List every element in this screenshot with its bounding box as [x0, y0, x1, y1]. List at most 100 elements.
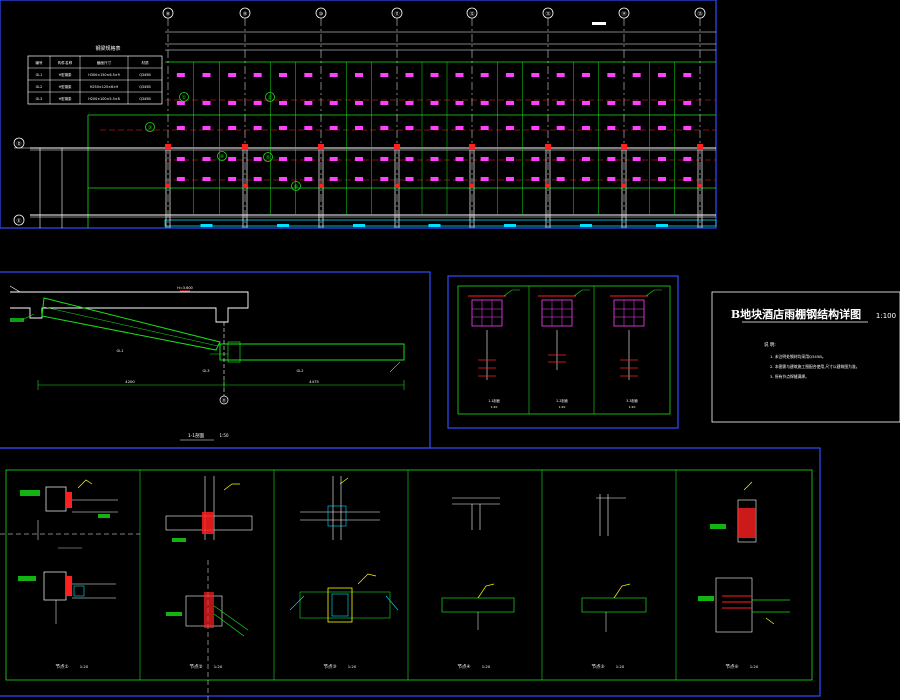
connection-plate: [607, 157, 616, 161]
axis-label: ⑮: [697, 11, 702, 18]
node-2-scale: 1:20: [214, 664, 223, 669]
connection-plate: [253, 126, 262, 130]
table-cell: H型钢梁: [59, 72, 72, 77]
connection-plate: [506, 177, 514, 181]
connection-plate: [380, 101, 389, 105]
base-plate: [580, 224, 592, 227]
connection-plate: [329, 177, 338, 181]
plan-members: [165, 62, 703, 228]
section-elev-label: H=3.600: [177, 286, 193, 290]
notes-heading: 说 明:: [764, 341, 776, 348]
note-2: 2. 本图需与建筑施工图配合使用,尺寸以建筑图为准。: [770, 364, 860, 369]
row-label-d: Ⓓ: [16, 141, 21, 148]
connection-plate: [556, 126, 565, 130]
connection-plate: [582, 73, 590, 77]
connection-plate: [480, 101, 489, 105]
section-view: Ⓓ H=3.600 4200 4475 GL1 GL2 GL3 1-1剖面 1:…: [0, 271, 431, 449]
details-outer-frame: [447, 275, 679, 429]
connection-plate: [531, 73, 540, 77]
callout-5: ⑤: [266, 155, 270, 161]
nodes-outer-frame: [0, 447, 821, 697]
member-table-title: 钢梁规格表: [95, 45, 120, 52]
connection-plate: [556, 73, 565, 77]
table-cell: H型钢梁: [59, 96, 72, 101]
detail-1: 1-1剖面 1:20: [468, 289, 520, 409]
member-table: 钢梁规格表 编号 构件名称 截面尺寸 材质 GL1 H型钢梁 H300×150×…: [27, 45, 163, 105]
section-label-gl1: GL1: [117, 349, 124, 353]
connection-plate: [202, 177, 211, 181]
axis-label: ⑨: [243, 12, 247, 18]
table-cell: Q345B: [139, 73, 151, 77]
drawing-scale: 1:100: [876, 312, 896, 320]
connection-plate: [506, 157, 514, 161]
connection-plate: [582, 177, 590, 181]
table-cell: Q345B: [139, 97, 151, 101]
connection-plate: [253, 73, 262, 77]
connection-plate: [380, 177, 389, 181]
table-cell: H300×150×6.5×9: [88, 73, 120, 77]
connection-plate: [279, 157, 287, 161]
connection-plate: [380, 157, 389, 161]
detail-1-label: 1-1剖面: [488, 398, 500, 403]
dim-right: 4475: [309, 379, 319, 384]
connection-plate: [279, 177, 287, 181]
connection-plate: [683, 177, 692, 181]
title-block-frame: [711, 291, 900, 423]
column-node: [622, 184, 626, 188]
drawing-title: B地块酒店雨棚钢结构详图: [731, 307, 861, 321]
node-4-scale: 1:20: [482, 664, 491, 669]
callout-1: ①: [182, 95, 187, 101]
connection-plate: [658, 126, 666, 130]
table-header-2: 构件名称: [58, 60, 73, 65]
section-scale: 1:50: [220, 433, 229, 438]
table-cell: GL2: [36, 85, 43, 89]
connection-plate: [683, 101, 692, 105]
detail-3: 3-3剖面 1:20: [610, 289, 662, 409]
connection-plate: [556, 177, 565, 181]
connection-plate: [455, 126, 464, 130]
connection-plate: [531, 157, 540, 161]
axis-label: ⑭: [621, 11, 626, 18]
connection-plate: [632, 126, 641, 130]
column-node: [165, 144, 171, 150]
connection-plate: [582, 126, 590, 130]
connection-plate: [355, 126, 363, 130]
connection-plate: [228, 126, 237, 130]
column-node: [395, 184, 399, 188]
column-node: [469, 144, 475, 150]
connection-plate: [304, 157, 313, 161]
column-node: [318, 144, 324, 150]
connection-plate: [430, 126, 439, 130]
connection-plate: [253, 177, 262, 181]
connection-plate: [607, 73, 616, 77]
detail-1-scale: 1:20: [491, 405, 498, 409]
title-block: B地块酒店雨棚钢结构详图 1:100 说 明: 1. 未注明处钢材均采用Q345…: [711, 291, 900, 423]
connection-plate: [176, 177, 185, 181]
axis-label: ⑧: [166, 12, 171, 18]
note-1: 1. 未注明处钢材均采用Q345B。: [770, 354, 826, 359]
connection-plate: [632, 157, 641, 161]
connection-plate: [607, 101, 616, 105]
connection-plate: [455, 157, 464, 161]
connection-plate: [658, 157, 666, 161]
connection-plate: [355, 177, 363, 181]
column-node: [546, 184, 550, 188]
connection-plate: [480, 126, 489, 130]
connection-plate: [176, 126, 185, 130]
connection-plate: [658, 101, 666, 105]
connection-plate: [683, 126, 692, 130]
row-bubble-d: [13, 137, 25, 149]
connection-plate: [228, 73, 237, 77]
base-plate: [353, 224, 365, 227]
axis-label: ⑫: [469, 11, 474, 18]
node-6-scale: 1:20: [750, 664, 759, 669]
column-node: [319, 184, 323, 188]
connection-plate: [658, 177, 666, 181]
top-dim-tag: [592, 22, 606, 25]
connection-plate: [355, 101, 363, 105]
section-label-gl3: GL3: [203, 369, 210, 373]
column-node: [243, 184, 247, 188]
connection-plate: [582, 157, 590, 161]
